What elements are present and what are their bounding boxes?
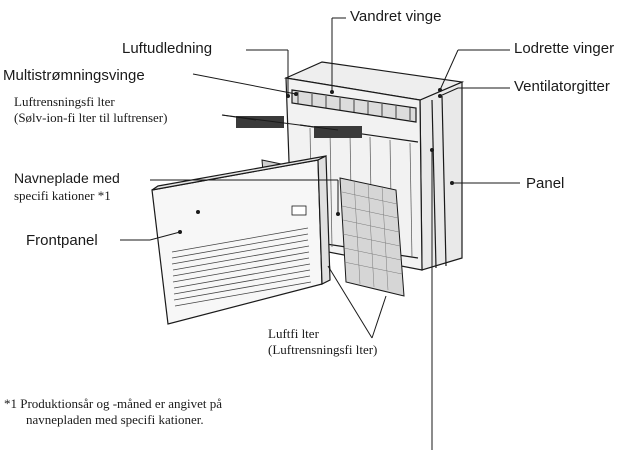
label-air-purifying-filter: Luftrensningsfi lter [14,94,115,109]
leader-lines [120,17,520,450]
leader-dots [178,88,454,234]
label-nameplate-sub: specifi kationer *1 [14,188,111,203]
footnote-line-1: *1 Produktionsår og -måned er angivet på [4,396,223,411]
label-air-outlet: Luftudledning [122,40,213,57]
front-panel [151,155,331,325]
label-air-filter: Luftfi lter [268,326,319,341]
label-air-purifying-filter-sub: (Sølv-ion-fi lter til luftrenser) [14,110,168,125]
label-front-panel: Frontpanel [26,232,98,249]
label-panel: Panel [526,175,565,192]
label-air-filter-sub: (Luftrensningsfi lter) [268,342,378,357]
label-multiflow-vane: Multistrømningsvinge [3,67,145,84]
air-filter-right [339,177,405,297]
footnote-line-2: navnepladen med specifi kationer. [26,412,204,427]
label-horizontal-vane: Vandret vinge [350,8,442,25]
label-fan-grille: Ventilatorgitter [514,78,610,95]
label-nameplate: Navneplade med [14,170,120,186]
label-vertical-vanes: Lodrette vinger [514,40,615,57]
front-panel-grille [171,227,312,307]
